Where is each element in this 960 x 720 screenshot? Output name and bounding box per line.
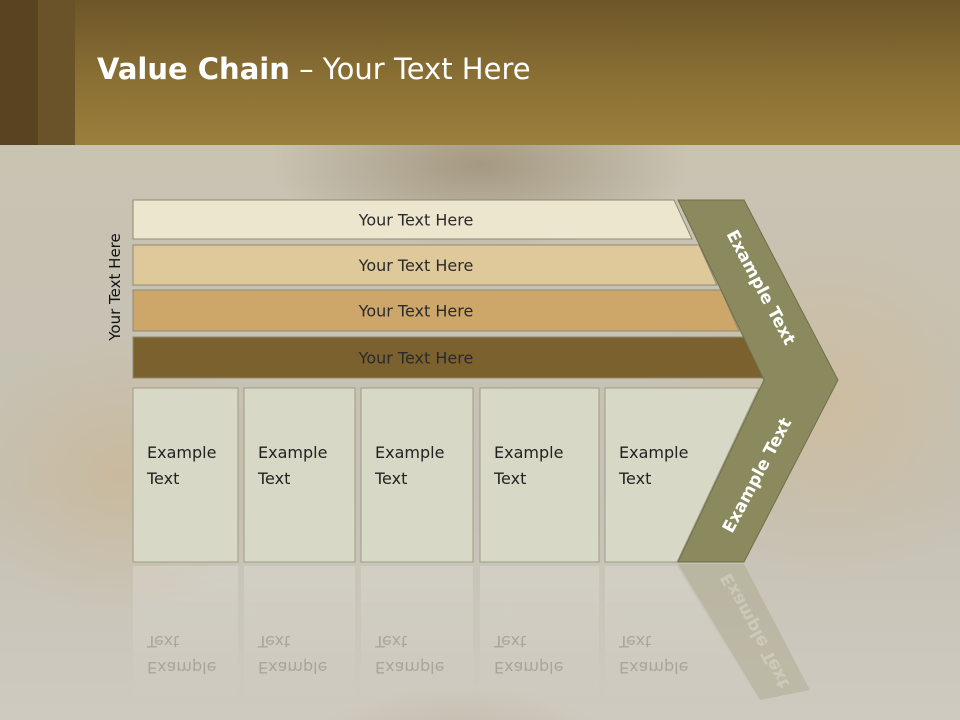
column-card-reflection-1 [133, 566, 238, 702]
reflection-line1: Example [375, 658, 445, 677]
card-group [132, 387, 760, 563]
reflection-line2: Text [258, 632, 291, 651]
reflection-line1: Example [147, 658, 217, 677]
row-label-4: Your Text Here [358, 349, 474, 368]
column-card-reflection-text-3: Example Text [375, 628, 444, 680]
reflection-line1: Example [494, 658, 564, 677]
reflection-line2: Text [375, 632, 408, 651]
column-card-line2: Text [258, 469, 291, 488]
column-card-reflection-text-4: Example Text [494, 628, 563, 680]
title-bar-accent-right [38, 0, 75, 145]
column-card-line2: Text [619, 469, 652, 488]
column-card-4 [479, 387, 600, 563]
column-card-2 [243, 387, 356, 563]
column-card-reflection-text-5: Example Text [619, 628, 688, 680]
reflection-line1: Example [619, 658, 689, 677]
column-card-1 [132, 387, 239, 563]
column-card-reflection-3 [361, 566, 473, 702]
title-bar: Value Chain – Your Text Here [0, 0, 960, 145]
column-card-line1: Example [258, 443, 328, 462]
row-label-3: Your Text Here [358, 302, 474, 321]
slide-title-rest: – Your Text Here [289, 52, 531, 86]
row-bar-3 [132, 289, 740, 332]
reflection-line2: Text [619, 632, 652, 651]
column-card-reflection-text-2: Example Text [258, 628, 327, 680]
row-label-2: Your Text Here [358, 256, 474, 275]
column-card-line2: Text [375, 469, 408, 488]
column-card-reflection-4 [480, 566, 599, 702]
column-card-reflection-text-1: Example Text [147, 628, 216, 680]
reflection-layer: Example Text [133, 564, 810, 702]
chevron-arrow [677, 199, 839, 563]
reflection-line2: Text [147, 632, 180, 651]
column-card-reflection-5 [605, 566, 759, 702]
slide-title-bold: Value Chain [97, 52, 290, 86]
column-card-line1: Example [147, 443, 217, 462]
title-bar-accent-left [0, 0, 38, 145]
row-bar-1 [132, 199, 693, 240]
column-card-line1: Example [619, 443, 689, 462]
column-card-5 [604, 387, 760, 563]
chevron-reflection [678, 564, 810, 700]
column-card-reflection-2 [244, 566, 355, 702]
reflection-line2: Text [494, 632, 527, 651]
slide-title: Value Chain – Your Text Here [97, 52, 531, 86]
row-bar-2 [132, 244, 718, 286]
column-card-line2: Text [147, 469, 180, 488]
column-card-line1: Example [494, 443, 564, 462]
column-card-line2: Text [494, 469, 527, 488]
column-card-line1: Example [375, 443, 445, 462]
row-label-1: Your Text Here [358, 211, 474, 230]
reflection-line1: Example [258, 658, 328, 677]
column-card-3 [360, 387, 474, 563]
